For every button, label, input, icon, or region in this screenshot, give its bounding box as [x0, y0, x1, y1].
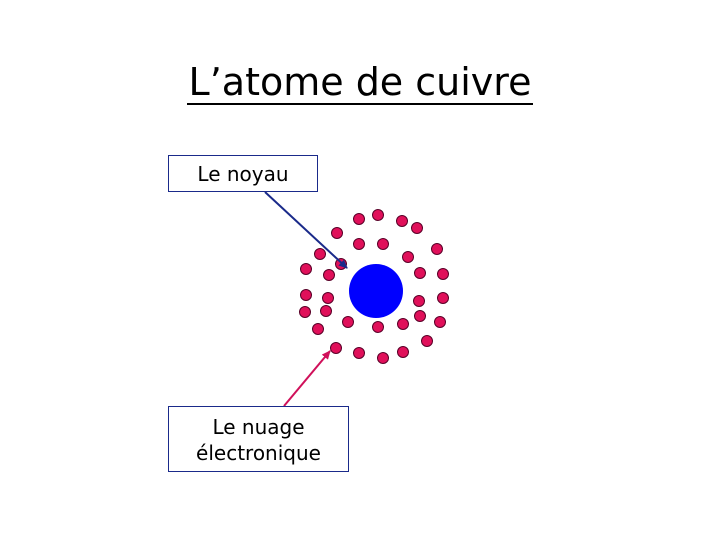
electron — [413, 295, 425, 307]
nucleus-label: Le noyau — [197, 162, 289, 186]
electron — [414, 267, 426, 279]
nucleus — [349, 264, 403, 318]
electron — [411, 222, 423, 234]
electron — [437, 292, 449, 304]
nucleus-label-box: Le noyau — [168, 155, 318, 192]
electron — [322, 292, 334, 304]
nucleus-arrow — [264, 191, 348, 269]
electron — [353, 238, 365, 250]
electron — [402, 251, 414, 263]
cloud-label-line1: Le nuage — [212, 415, 305, 439]
electron — [414, 310, 426, 322]
electron — [353, 347, 365, 359]
electron — [314, 248, 326, 260]
slide-title: L’atome de cuivre — [0, 58, 720, 106]
electron-cloud — [299, 209, 449, 364]
electron — [372, 209, 384, 221]
cloud-arrow — [283, 350, 331, 407]
electron — [377, 352, 389, 364]
electron — [299, 306, 311, 318]
electron — [437, 268, 449, 280]
electron — [421, 335, 433, 347]
electron — [434, 316, 446, 328]
title-text: L’atome de cuivre — [186, 60, 534, 105]
electron — [312, 323, 324, 335]
electron — [331, 227, 343, 239]
electron — [372, 321, 384, 333]
electron — [342, 316, 354, 328]
electron — [320, 305, 332, 317]
electron — [323, 269, 335, 281]
electron — [396, 215, 408, 227]
electron — [397, 318, 409, 330]
electron — [300, 263, 312, 275]
electron — [377, 238, 389, 250]
cloud-label-line2: électronique — [196, 441, 321, 465]
electron — [330, 342, 342, 354]
electron — [397, 346, 409, 358]
cloud-label-box: Le nuage électronique — [168, 406, 349, 472]
electron — [431, 243, 443, 255]
electron — [300, 289, 312, 301]
electron — [353, 213, 365, 225]
